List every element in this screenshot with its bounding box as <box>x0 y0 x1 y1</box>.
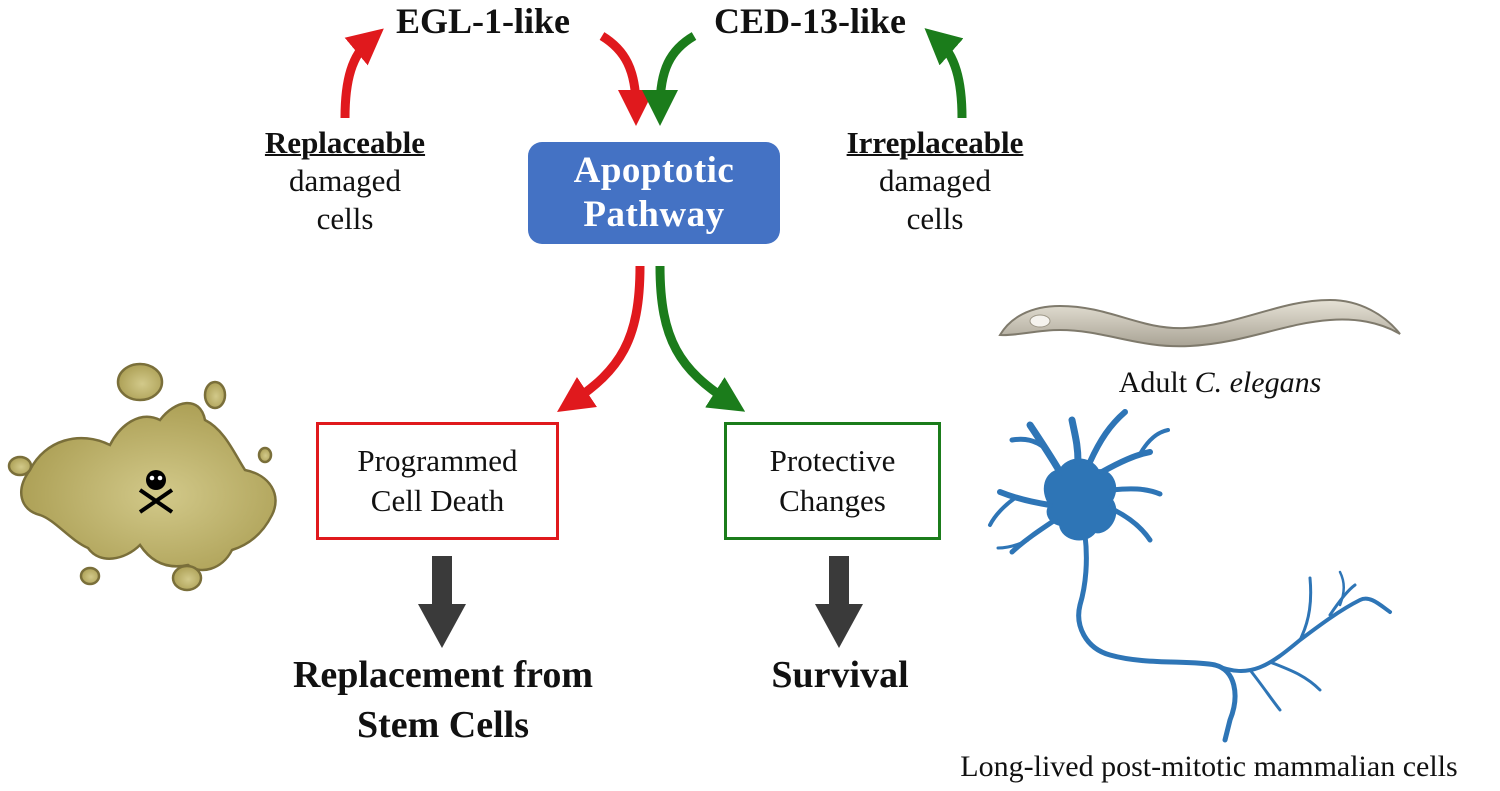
replaceable-line3: cells <box>316 201 374 236</box>
apoptotic-pathway-box: Apoptotic Pathway <box>528 142 780 244</box>
protective-changes-box: Protective Changes <box>724 422 941 540</box>
cell-death-line1: Programmed <box>357 443 518 478</box>
egl1-like-label: EGL-1-like <box>395 1 570 41</box>
worm-caption-prefix: Adult <box>1118 366 1195 399</box>
survival-result: Survival <box>771 654 909 696</box>
programmed-cell-death-box: Programmed Cell Death <box>316 422 559 540</box>
irreplaceable-line3: cells <box>906 201 964 236</box>
pathway-line1: Apoptotic <box>573 150 735 191</box>
skull-crossbones-icon <box>138 470 174 514</box>
worm-caption: Adult C. elegans <box>1070 366 1370 400</box>
protective-line1: Protective <box>769 443 896 478</box>
arrow-pathway-to-protective <box>655 265 746 412</box>
dying-cell-illustration <box>7 362 277 592</box>
arrow-ced13-to-pathway <box>642 32 697 126</box>
irreplaceable-title: Irreplaceable <box>846 125 1024 160</box>
irreplaceable-cells-label: Irreplaceable damaged cells <box>820 124 1050 238</box>
worm-species-name: C. elegans <box>1194 366 1322 399</box>
irreplaceable-line2: damaged <box>879 163 991 198</box>
cell-death-line2: Cell Death <box>370 483 505 518</box>
arrow-irreplaceable-to-ced13 <box>924 28 967 119</box>
arrow-replaceable-to-egl1 <box>340 28 384 119</box>
replacement-result: Replacement from Stem Cells <box>250 650 636 750</box>
replaceable-cells-label: Replaceable damaged cells <box>230 124 460 238</box>
replacement-line1: Replacement from <box>292 654 594 696</box>
replaceable-line2: damaged <box>289 163 401 198</box>
arrow-pathway-to-cell-death <box>557 265 645 412</box>
down-arrow-protective <box>815 556 863 648</box>
worm-illustration <box>998 298 1401 348</box>
replaceable-title: Replaceable <box>264 125 426 160</box>
pathway-line2: Pathway <box>583 194 725 235</box>
arrow-egl1-to-pathway <box>599 32 654 126</box>
neuron-caption: Long-lived post-mitotic mammalian cells <box>960 750 1458 783</box>
down-arrow-cell-death <box>418 556 466 648</box>
neuron-illustration <box>988 409 1392 743</box>
replacement-line2: Stem Cells <box>356 704 530 746</box>
protective-line2: Changes <box>779 483 886 518</box>
ced13-like-label: CED-13-like <box>714 1 906 41</box>
